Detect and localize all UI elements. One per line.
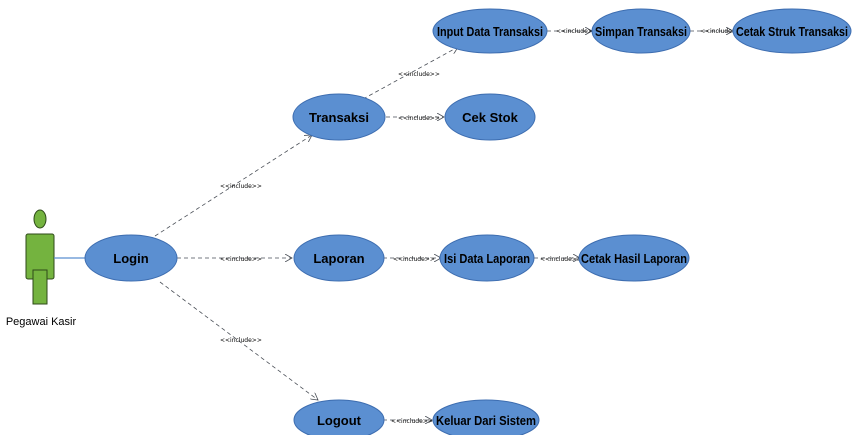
relation-login-transaksi [154, 135, 312, 237]
use-case-input-data-transaksi: Input Data Transaksi [432, 8, 548, 54]
use-case-label: Cetak Hasil Laporan [581, 251, 687, 266]
relation-label: <<include>> [398, 115, 440, 122]
use-case-label: Cek Stok [462, 110, 518, 125]
use-case-cetak-struk-transaksi: Cetak Struk Transaksi [732, 8, 852, 54]
use-case-label: Transaksi [309, 110, 369, 125]
relation-label: <<include>> [220, 256, 262, 263]
use-case-cetak-hasil-laporan: Cetak Hasil Laporan [578, 234, 690, 282]
use-case-laporan: Laporan [293, 234, 385, 282]
use-case-transaksi: Transaksi [292, 93, 386, 141]
relationships: <<include>> <<include>> <<include>> <<in… [154, 28, 742, 425]
use-case-keluar-dari-sistem: Keluar Dari Sistem [432, 399, 540, 435]
use-case-label: Laporan [313, 251, 364, 266]
use-case-label: Keluar Dari Sistem [436, 413, 536, 428]
use-case-cek-stok: Cek Stok [444, 93, 536, 141]
actor-label: Pegawai Kasir [6, 316, 77, 328]
relation-label: <<include>> [700, 28, 742, 35]
relation-login-logout [159, 281, 318, 400]
actor-pegawai-kasir: Pegawai Kasir [6, 209, 77, 328]
relation-label: <<include>> [391, 418, 433, 425]
use-case-label: Login [113, 251, 148, 266]
actor-icon [25, 209, 55, 305]
relation-label: <<include>> [398, 71, 440, 78]
use-case-label: Input Data Transaksi [437, 24, 543, 39]
relation-label: <<include>> [540, 256, 582, 263]
relation-label: <<include>> [220, 337, 262, 344]
relation-label: <<include>> [220, 183, 262, 190]
use-case-isi-data-laporan: Isi Data Laporan [439, 234, 535, 282]
relation-label: <<include>> [556, 28, 598, 35]
use-case-login: Login [84, 234, 178, 282]
use-case-label: Simpan Transaksi [595, 24, 687, 39]
use-case-logout: Logout [293, 399, 385, 435]
use-case-label: Cetak Struk Transaksi [736, 24, 848, 39]
relation-label: <<include>> [393, 256, 435, 263]
use-case-label: Isi Data Laporan [444, 251, 530, 266]
use-case-label: Logout [317, 413, 362, 428]
use-case-simpan-transaksi: Simpan Transaksi [591, 8, 691, 54]
